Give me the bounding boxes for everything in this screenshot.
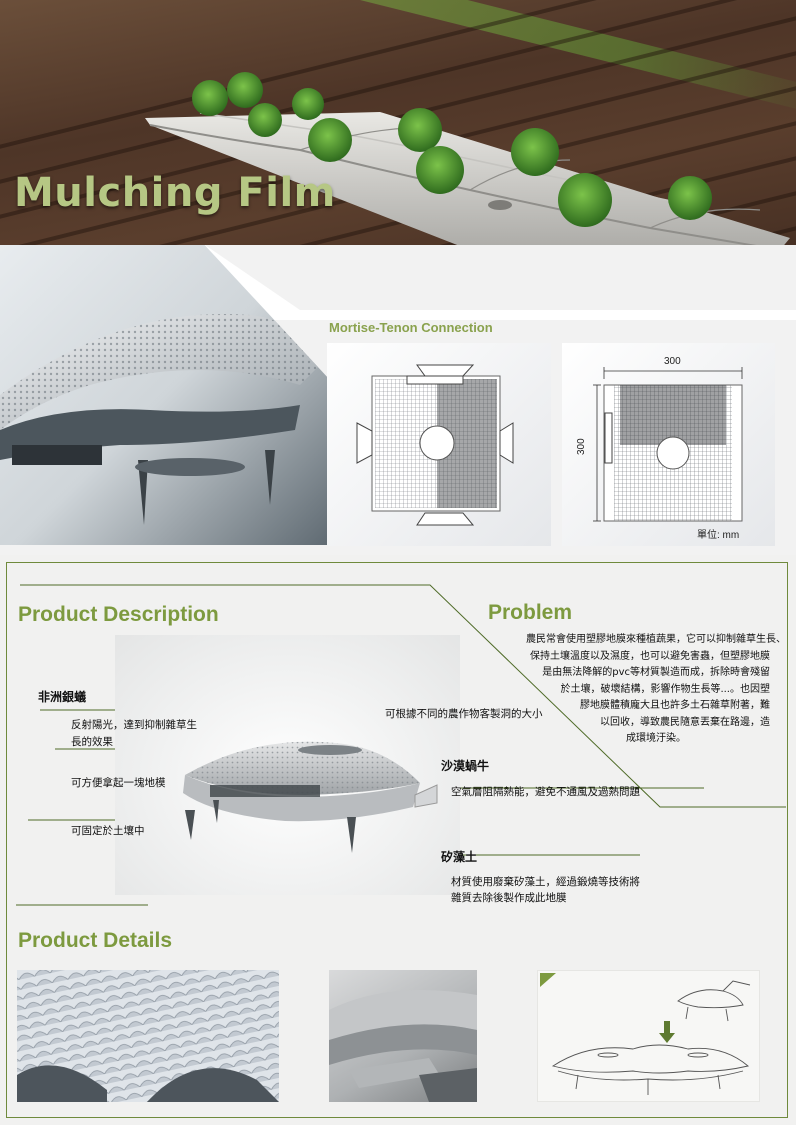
tile-texture-render — [17, 970, 279, 1102]
unit-label: 單位: mm — [697, 530, 740, 541]
assembly-sketch — [540, 973, 751, 1095]
product-render-stage — [115, 635, 460, 895]
diagram-tenon-top — [327, 343, 551, 546]
diagram-dimensions: 300 300 — [562, 343, 775, 546]
problem-paragraph: 農民常會使用塑膠地膜來種植蔬果，它可以抑制雜草生長、 保持土壤溫度以及濕度，也可… — [486, 632, 786, 748]
problem-line: 膠地膜體積龐大且也許多土石雜草附著，難 — [580, 700, 770, 711]
detail-image-assembly — [537, 970, 760, 1102]
film-closeup-render — [0, 314, 320, 525]
dimension-width: 300 — [664, 356, 681, 367]
arrow-down-icon — [659, 1021, 675, 1043]
cross-section-render — [329, 990, 477, 1102]
text-fix-soil: 可固定於土壤中 — [71, 825, 145, 837]
plant-cluster — [192, 72, 712, 227]
dimension-height: 300 — [576, 438, 587, 455]
tile-dimension-diagram — [593, 367, 743, 522]
problem-line: 是由無法降解的pvc等材質製造而成，拆除時會殘留 — [542, 667, 770, 678]
detail-image-cross-section — [329, 970, 477, 1102]
text-snail: 空氣層阻隔熱能，避免不通風及過熱問題 — [451, 786, 640, 798]
label-snail: 沙漠蝸牛 — [441, 759, 490, 773]
text-diatom-2: 雜質去除後製作成此地膜 — [451, 892, 567, 904]
text-silver-ant: 反射陽光，達到抑制雜草生長的效果 — [71, 719, 197, 748]
text-hole-size: 可根據不同的農作物客製洞的大小 — [385, 708, 543, 720]
text-easy-pick: 可方便拿起一塊地模 — [71, 777, 166, 789]
tile-tenon-diagram — [356, 364, 514, 526]
problem-line: 保持土壤溫度以及濕度，也可以避免害蟲，但塑膠地膜 — [530, 650, 770, 662]
section-title-description: Product Description — [18, 603, 219, 626]
detail-image-tiles — [17, 970, 279, 1102]
label-silver-ant: 非洲銀蟻 — [38, 690, 87, 704]
section-title-problem: Problem — [488, 601, 573, 624]
problem-line: 成環境汙染。 — [626, 733, 686, 744]
lower-section-frame — [6, 562, 788, 1118]
problem-line: 於土壤，破壞結構，影響作物生長等...。也因塑 — [560, 683, 770, 695]
section-title-details: Product Details — [18, 929, 173, 952]
label-diatom: 矽藻土 — [441, 850, 478, 864]
problem-line: 農民常會使用塑膠地膜來種植蔬果，它可以抑制雜草生長、 — [526, 634, 786, 645]
hero-title: Mulching Film — [14, 170, 336, 216]
section-title-mortise: Mortise-Tenon Connection — [329, 320, 493, 335]
product-render — [183, 741, 438, 853]
problem-line: 以回收，導致農民隨意丟棄在路邊，造 — [600, 716, 770, 728]
closeup-photo — [0, 245, 330, 545]
text-diatom-1: 材質使用廢棄矽藻土，經過鍛燒等技術將 — [451, 876, 640, 888]
